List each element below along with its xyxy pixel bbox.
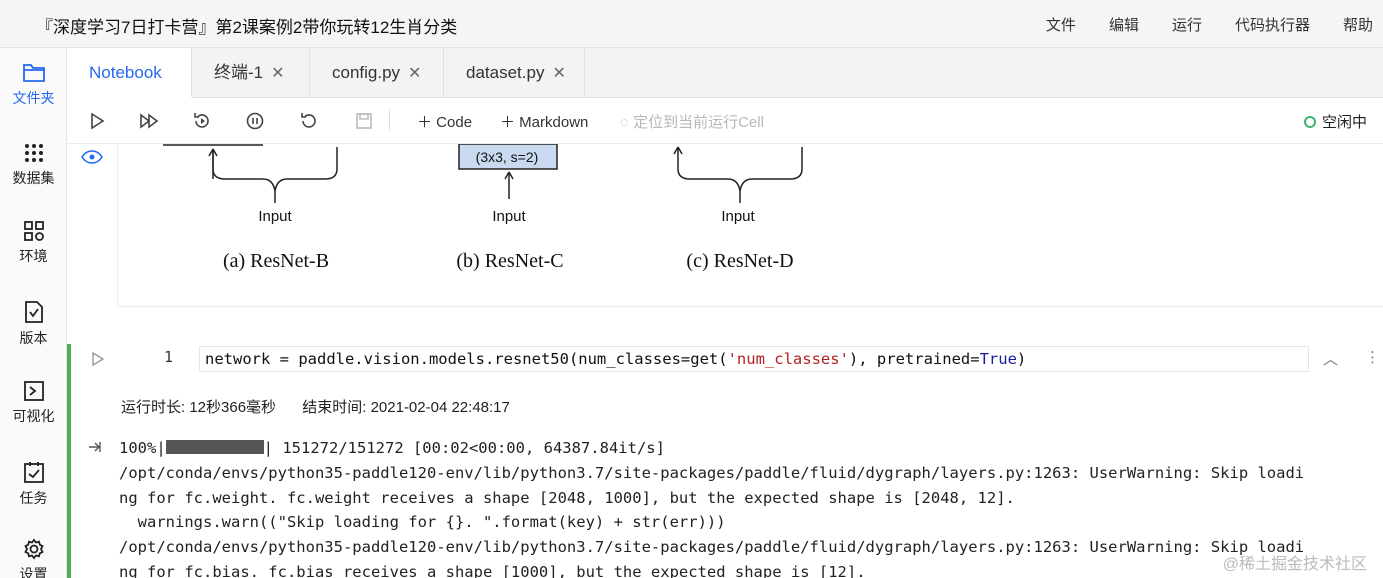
figure-caption-c: (b) ResNet-C [456,250,563,272]
output-icon [89,442,101,452]
restart-run-icon[interactable] [192,111,212,131]
tab-bar: Notebook 终端-1✕ config.py✕ dataset.py✕ [67,48,1383,98]
progress-line: 100%|| 151272/151272 [00:02<00:00, 64387… [119,439,665,457]
rail-label: 设置 [19,566,48,578]
locate-icon: ◌ [620,114,629,131]
figure-caption-b: (a) ResNet-B [223,250,329,272]
rail-item-settings[interactable]: 设置 [0,524,67,578]
idle-status-icon [1303,116,1316,128]
menu-file[interactable]: 文件 [1045,17,1076,34]
tab-config[interactable]: config.py✕ [310,48,444,98]
menu-edit[interactable]: 编辑 [1108,17,1139,34]
rail-item-version[interactable]: 版本 [0,286,67,356]
line-number: 1 [164,348,174,366]
code-editor[interactable]: network = paddle.vision.models.resnet50(… [199,346,1309,372]
progress-bar [165,440,264,454]
chevron-up-icon[interactable]: ︿ [1323,351,1339,368]
folder-icon [22,64,45,82]
cell-output: 100%|| 151272/151272 [00:02<00:00, 64387… [119,436,1304,578]
rail-item-task[interactable]: 任务 [0,446,67,516]
markdown-cell[interactable]: (3x3, s=2) Input Input Input (a) ResNet-… [117,144,1383,307]
close-icon[interactable]: ✕ [552,65,566,82]
run-icon[interactable] [87,111,107,131]
rail-item-dataset[interactable]: 数据集 [0,128,67,198]
restart-icon[interactable] [299,111,319,131]
figure-box-label: (3x3, s=2) [476,149,539,165]
rail-item-folder[interactable]: 文件夹 [0,48,67,118]
kernel-status: 空闲中 [1303,111,1367,132]
rail-label: 版本 [19,330,48,346]
add-code-button[interactable]: ＋ Code [417,114,473,131]
rail-item-visualization[interactable]: 可视化 [0,366,67,436]
rail-item-environment[interactable]: 环境 [0,206,67,276]
menu-help[interactable]: 帮助 [1342,17,1373,34]
version-icon [24,301,43,323]
figure-input-label: Input [258,208,292,225]
rail-label: 文件夹 [12,90,55,106]
cell-run-info: 运行时长: 12秒366毫秒 结束时间: 2021-02-04 22:48:17 [121,396,532,417]
output-line: /opt/conda/envs/python35-paddle120-env/l… [119,538,1305,557]
output-line: ng for fc.bias. fc.bias receives a shape… [119,562,866,578]
task-icon [23,462,44,483]
pause-icon[interactable] [245,111,265,131]
add-markdown-button[interactable]: ＋ Markdown [500,114,589,131]
rail-label: 可视化 [12,408,55,424]
run-cell-icon[interactable] [91,352,105,366]
top-menu: 文件 编辑 运行 代码执行器 帮助 [1013,14,1373,35]
notebook-area: (3x3, s=2) Input Input Input (a) ResNet-… [67,144,1383,578]
output-line: warnings.warn(("Skip loading for {}. ".f… [119,513,726,532]
close-icon[interactable]: ✕ [408,65,422,82]
more-options-icon[interactable]: ⋮ [1365,349,1380,366]
project-title: 『深度学习7日打卡营』第2课案例2带你玩转12生肖分类 [36,18,458,37]
output-line: ng for fc.weight. fc.weight receives a s… [119,488,1015,507]
resnet-variants-figure: (3x3, s=2) Input Input Input (a) ResNet-… [163,144,803,272]
left-rail: 文件夹 数据集 环境 版本 可视化 任务 设置 [0,48,67,578]
notebook-toolbar: ＋ Code ＋ Markdown ◌ 定位到当前运行Cell 空闲中 [67,98,1383,144]
locate-running-cell-button[interactable]: ◌ 定位到当前运行Cell [620,114,764,131]
figure-input-label: Input [492,208,526,225]
title-bar: 『深度学习7日打卡营』第2课案例2带你玩转12生肖分类 文件 编辑 运行 代码执… [0,0,1383,48]
run-all-icon[interactable] [139,111,159,131]
save-icon[interactable] [354,111,374,131]
end-time: 结束时间: 2021-02-04 22:48:17 [302,399,510,416]
tab-notebook[interactable]: Notebook [67,48,192,98]
figure-caption-d: (c) ResNet-D [686,250,793,272]
figure-input-label: Input [721,208,755,225]
visualization-icon [23,381,44,401]
rail-label: 环境 [19,248,48,264]
rail-label: 数据集 [12,170,55,186]
watermark: @稀土掘金技术社区 [1222,556,1367,573]
menu-run[interactable]: 运行 [1171,17,1202,34]
dataset-icon [24,144,43,162]
rail-label: 任务 [19,490,48,506]
tab-terminal[interactable]: 终端-1✕ [192,48,310,98]
code-cell[interactable]: 1 network = paddle.vision.models.resnet5… [67,344,1383,578]
menu-executor[interactable]: 代码执行器 [1234,17,1310,34]
run-duration: 运行时长: 12秒366毫秒 [121,399,277,416]
close-icon[interactable]: ✕ [271,65,285,82]
code-line: network = paddle.vision.models.resnet50(… [205,350,1027,368]
tab-dataset[interactable]: dataset.py✕ [444,48,585,98]
output-line: /opt/conda/envs/python35-paddle120-env/l… [119,463,1305,482]
gear-icon [23,538,44,560]
eye-icon[interactable] [81,150,103,164]
environment-icon [23,221,44,241]
toolbar-divider [389,110,390,130]
